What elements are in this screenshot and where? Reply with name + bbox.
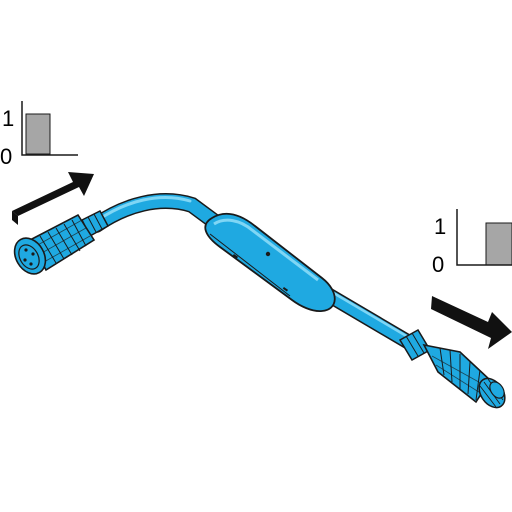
input-signal-label-0: 0 — [0, 144, 12, 169]
input-arrow — [12, 172, 94, 225]
input-signal-label-1: 1 — [2, 106, 14, 131]
cable-assembly — [13, 193, 506, 409]
module-indicator-led — [265, 251, 271, 257]
signal-inverter-module-icon — [204, 212, 336, 312]
flow-arrow-icon — [431, 296, 512, 349]
m12-male-connector-icon — [398, 328, 506, 409]
m12-female-connector-icon — [13, 210, 110, 275]
input-signal-high-area — [25, 113, 51, 155]
output-signal-axis — [456, 209, 512, 266]
output-signal-graph: 1 0 — [432, 209, 512, 277]
output-signal-high-area — [485, 222, 512, 266]
output-signal-label-0: 0 — [432, 252, 444, 277]
flow-arrow-icon — [12, 172, 94, 216]
input-signal-graph: 1 0 — [0, 101, 78, 169]
cable-upper — [89, 194, 222, 232]
module-body — [204, 212, 336, 312]
output-signal-label-1: 1 — [434, 214, 446, 239]
output-arrow — [431, 296, 512, 349]
input-signal-axis — [21, 101, 78, 156]
